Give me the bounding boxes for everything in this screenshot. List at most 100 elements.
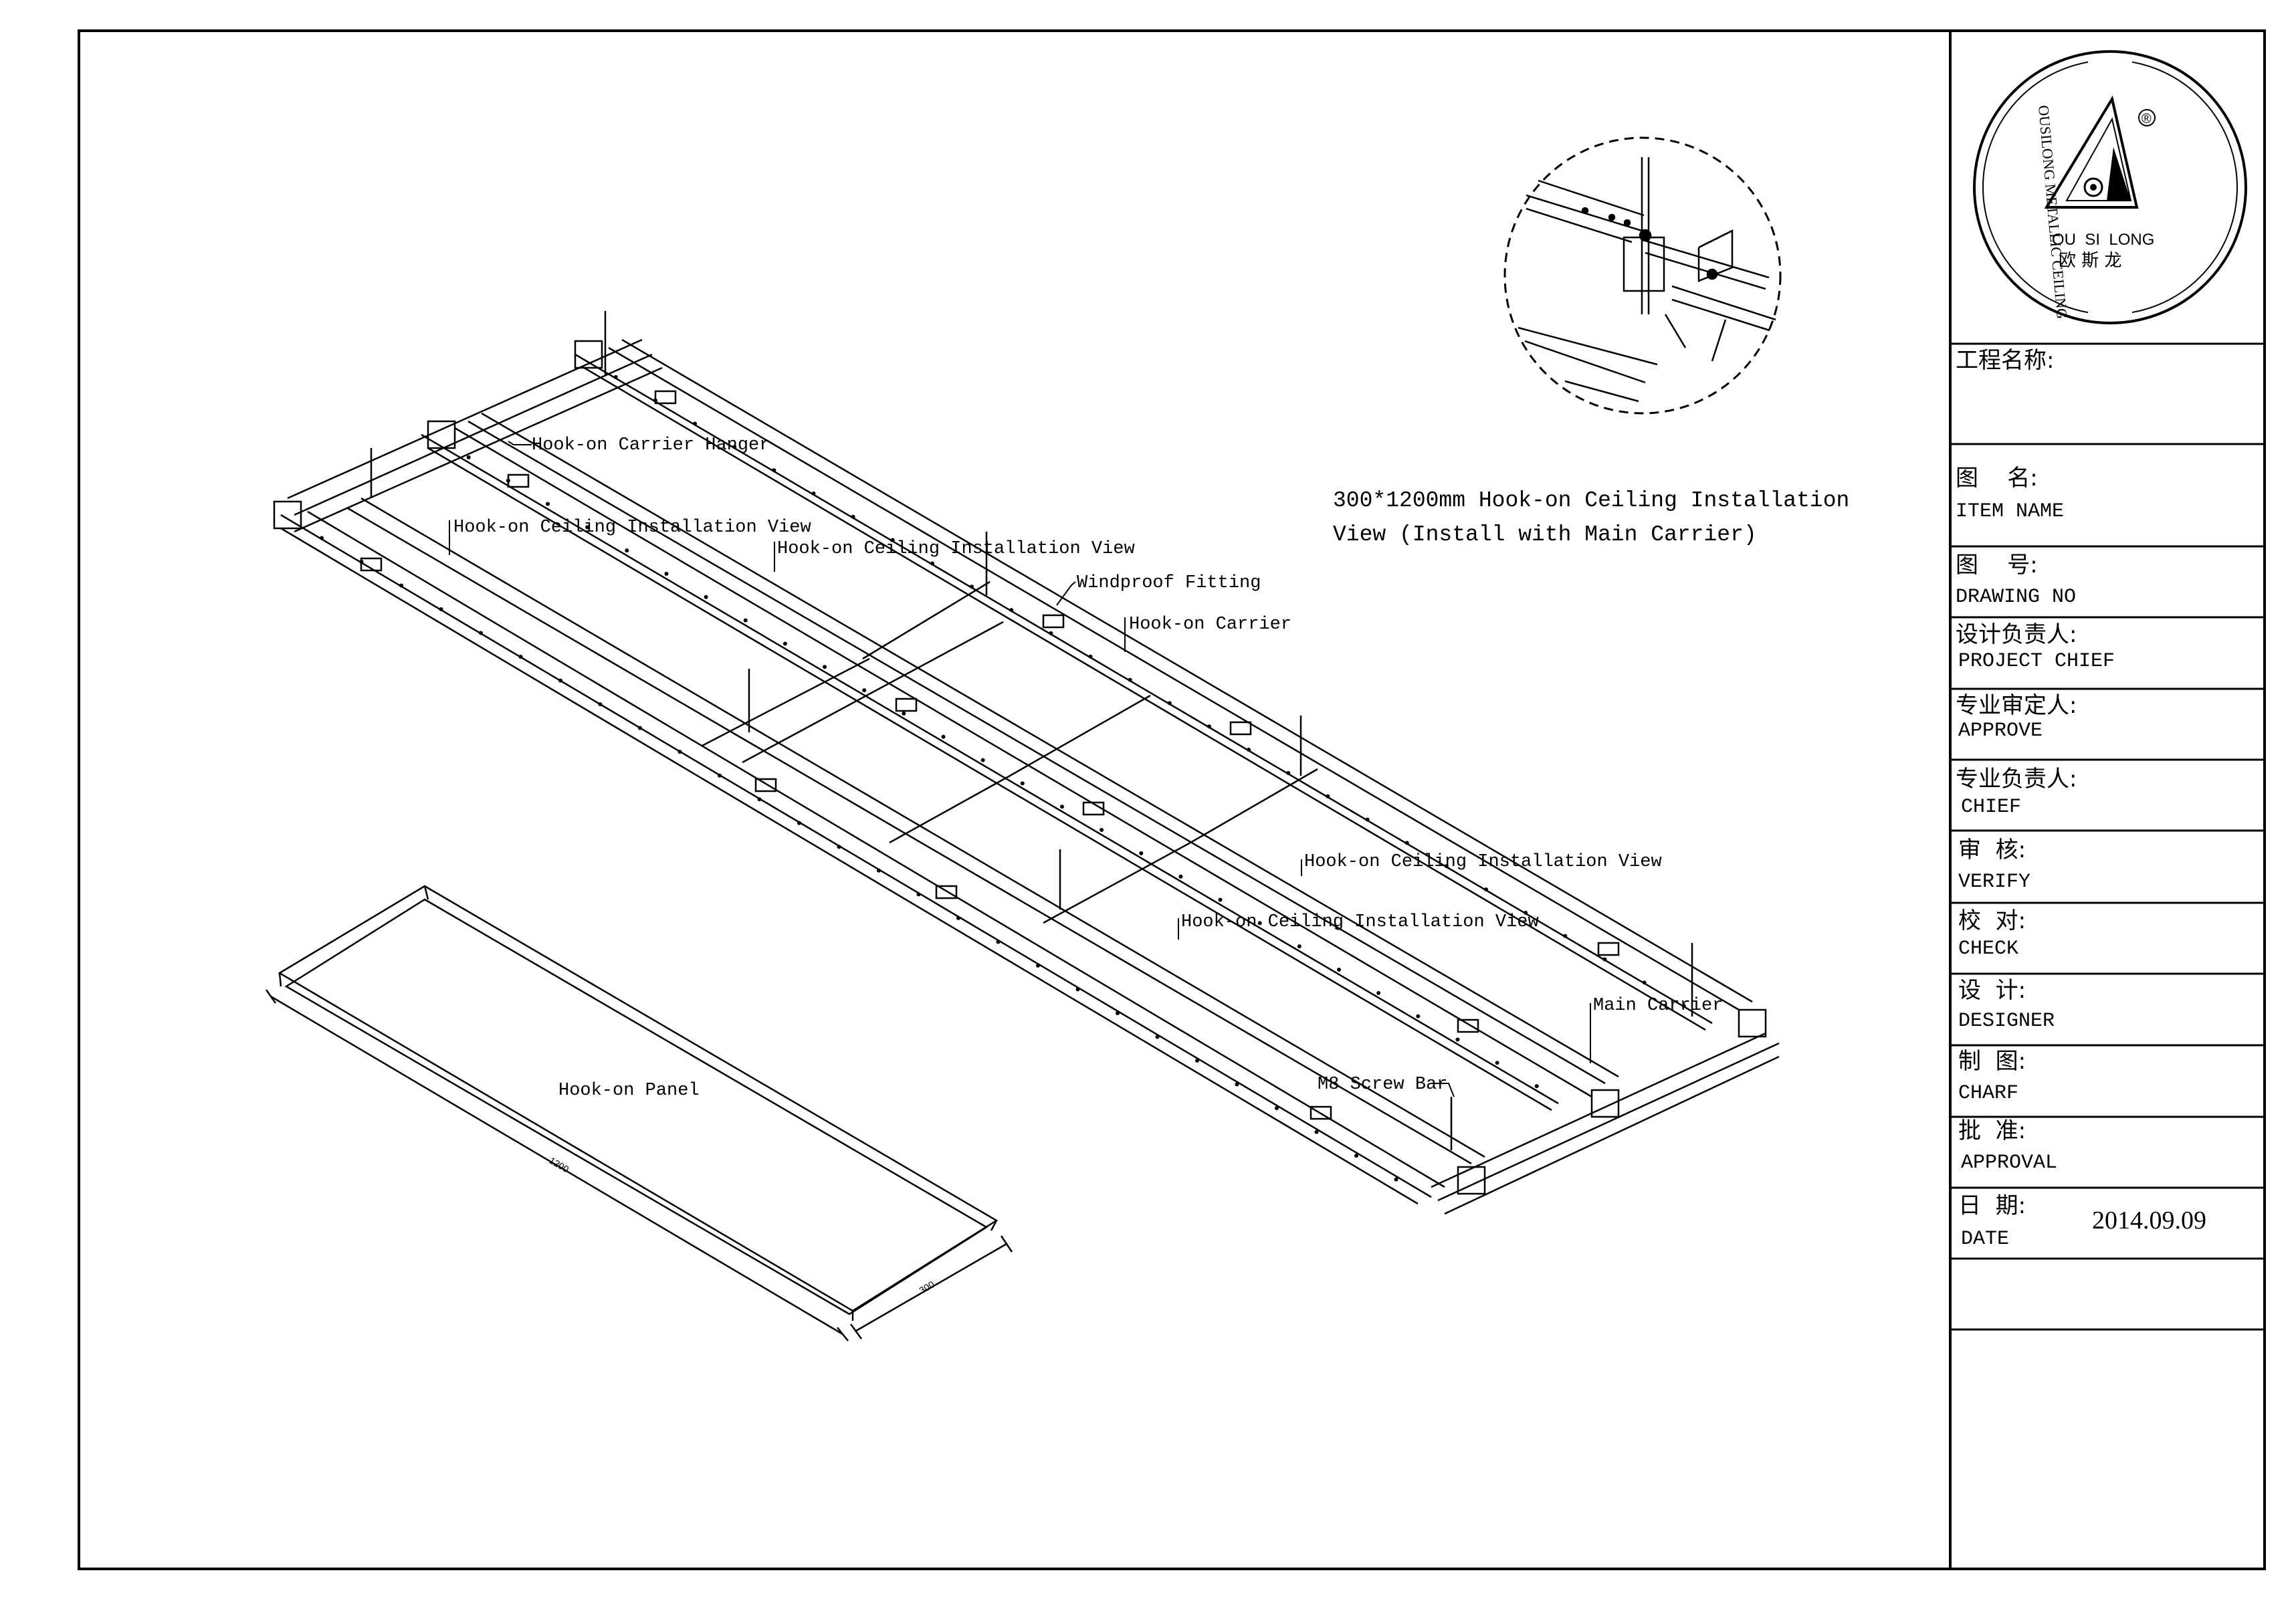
ceiling-frame-drawing (273, 311, 1780, 1215)
bolt-hole (546, 502, 550, 506)
bolt-hole (1534, 1084, 1539, 1089)
label-windproof: Windproof Fitting (1077, 573, 1261, 593)
bolt-hole (757, 797, 762, 802)
check-label-en: CHECK (1958, 938, 2019, 960)
bolt-hole (1275, 1106, 1279, 1111)
label-install-view-3: Hook-on Ceiling Installation View (1304, 852, 1662, 872)
approve-label-en: APPROVE (1958, 720, 2043, 742)
callout-labels: Hook-on Carrier Hanger Hook-on Ceiling I… (453, 435, 1849, 1095)
bolt-hole (1036, 963, 1040, 968)
bolt-hole (1139, 851, 1144, 855)
bolt-hole (704, 595, 708, 599)
bolt-hole (1337, 968, 1341, 972)
bolt-hole (320, 536, 324, 540)
bolt-hole (1155, 1035, 1160, 1039)
approval-label-en: APPROVAL (1961, 1152, 2058, 1174)
bolt-hole (941, 734, 946, 739)
bolt-hole (862, 688, 867, 693)
bolt-hole (518, 655, 523, 659)
bolt-hole (1116, 1010, 1120, 1015)
bolt-hole (1178, 874, 1183, 879)
bolt-hole (916, 892, 921, 897)
bolt-hole (1128, 677, 1132, 682)
bolt-hole (1326, 794, 1330, 798)
date-label-cn: 日 期: (1958, 1192, 2026, 1219)
bolt-hole (1075, 987, 1080, 992)
bolt-hole (902, 711, 906, 716)
logo-brand-en: OU SI LONG (2052, 231, 2154, 249)
carrier-holes (320, 375, 1686, 1182)
chief-label-cn: 专业负责人: (1956, 766, 2077, 792)
bolt-hole (1484, 887, 1488, 891)
bolt-hole (956, 916, 960, 920)
bolt-hole (1602, 957, 1607, 962)
bolt-hole (638, 726, 642, 730)
charf-label-cn: 制 图: (1958, 1048, 2026, 1075)
bolt-hole (930, 561, 934, 566)
check-label-cn: 校 对: (1958, 908, 2026, 934)
bolt-hole (1365, 817, 1370, 822)
label-panel: Hook-on Panel (558, 1081, 700, 1101)
bolt-hole (625, 548, 629, 553)
company-logo: ® OUSILONG METALLIC CEILING OU SI LONG 欧… (1973, 50, 2247, 324)
verify-label-en: VERIFY (1958, 871, 2031, 893)
bolt-hole (1049, 631, 1053, 635)
bolt-hole (1394, 1177, 1398, 1182)
bolt-hole (359, 559, 364, 564)
bolt-hole (1354, 1154, 1358, 1158)
drawing-no-label-cn: 图 号: (1956, 552, 2038, 578)
bolt-hole (1247, 748, 1251, 752)
project-chief-label-en: PROJECT CHIEF (1958, 650, 2115, 673)
bolt-hole (1195, 1059, 1199, 1063)
bolt-hole (598, 702, 603, 707)
item-name-label-cn: 图 名: (1956, 465, 2038, 492)
drawing-title-line1: 300*1200mm Hook-on Ceiling Installation (1333, 488, 1849, 513)
drawing-no-label-en: DRAWING NO (1956, 586, 2077, 609)
bolt-hole (1642, 980, 1647, 985)
bolt-hole (1297, 944, 1301, 949)
designer-label-en: DESIGNER (1958, 1010, 2055, 1033)
bolt-hole (732, 445, 737, 449)
label-main-carrier: Main Carrier (1593, 996, 1723, 1016)
date-value: 2014.09.09 (2092, 1206, 2206, 1235)
bolt-hole (1257, 921, 1262, 926)
bolt-hole (1059, 805, 1064, 809)
chief-label-en: CHIEF (1961, 796, 2022, 819)
bolt-hole (980, 758, 985, 762)
detail-view (1503, 136, 1782, 415)
label-install-view-2: Hook-on Ceiling Installation View (777, 539, 1135, 559)
label-install-view-4: Hook-on Ceiling Installation View (1181, 912, 1539, 932)
bolt-hole (693, 421, 697, 426)
bolt-hole (1563, 934, 1568, 938)
bolt-hole (439, 607, 443, 612)
bolt-hole (1455, 1037, 1460, 1042)
bolt-hole (466, 455, 471, 459)
bolt-hole (1286, 770, 1291, 775)
approve-label-cn: 专业审定人: (1956, 692, 2077, 719)
label-hook-carrier: Hook-on Carrier (1129, 615, 1291, 635)
bolt-hole (772, 468, 776, 473)
hook-on-panel (265, 885, 1013, 1342)
designer-label-cn: 设 计: (1958, 977, 2026, 1004)
approval-label-cn: 批 准: (1958, 1117, 2026, 1144)
bolt-hole (1444, 864, 1449, 869)
bolt-hole (890, 538, 895, 542)
bolt-hole (811, 491, 816, 496)
bolt-hole (558, 678, 562, 683)
bolt-hole (1020, 781, 1025, 786)
bolt-hole (1088, 654, 1093, 659)
bolt-hole (1681, 1004, 1686, 1008)
bolt-hole (837, 845, 841, 849)
bolt-hole (677, 750, 682, 754)
bolt-hole (718, 773, 722, 778)
bolt-hole (399, 583, 403, 588)
bolt-hole (797, 821, 801, 825)
drawing-title-line2: View (Install with Main Carrier) (1333, 522, 1757, 547)
bolt-hole (970, 584, 974, 589)
logo-brand-cn: 欧 斯 龙 (2059, 251, 2122, 271)
bolt-hole (1416, 1014, 1421, 1019)
verify-label-cn: 审 核: (1958, 837, 2026, 863)
logo-ring-text: OUSILONG METALLIC CEILING (2035, 104, 2071, 320)
item-name-label-en: ITEM NAME (1956, 500, 2065, 523)
